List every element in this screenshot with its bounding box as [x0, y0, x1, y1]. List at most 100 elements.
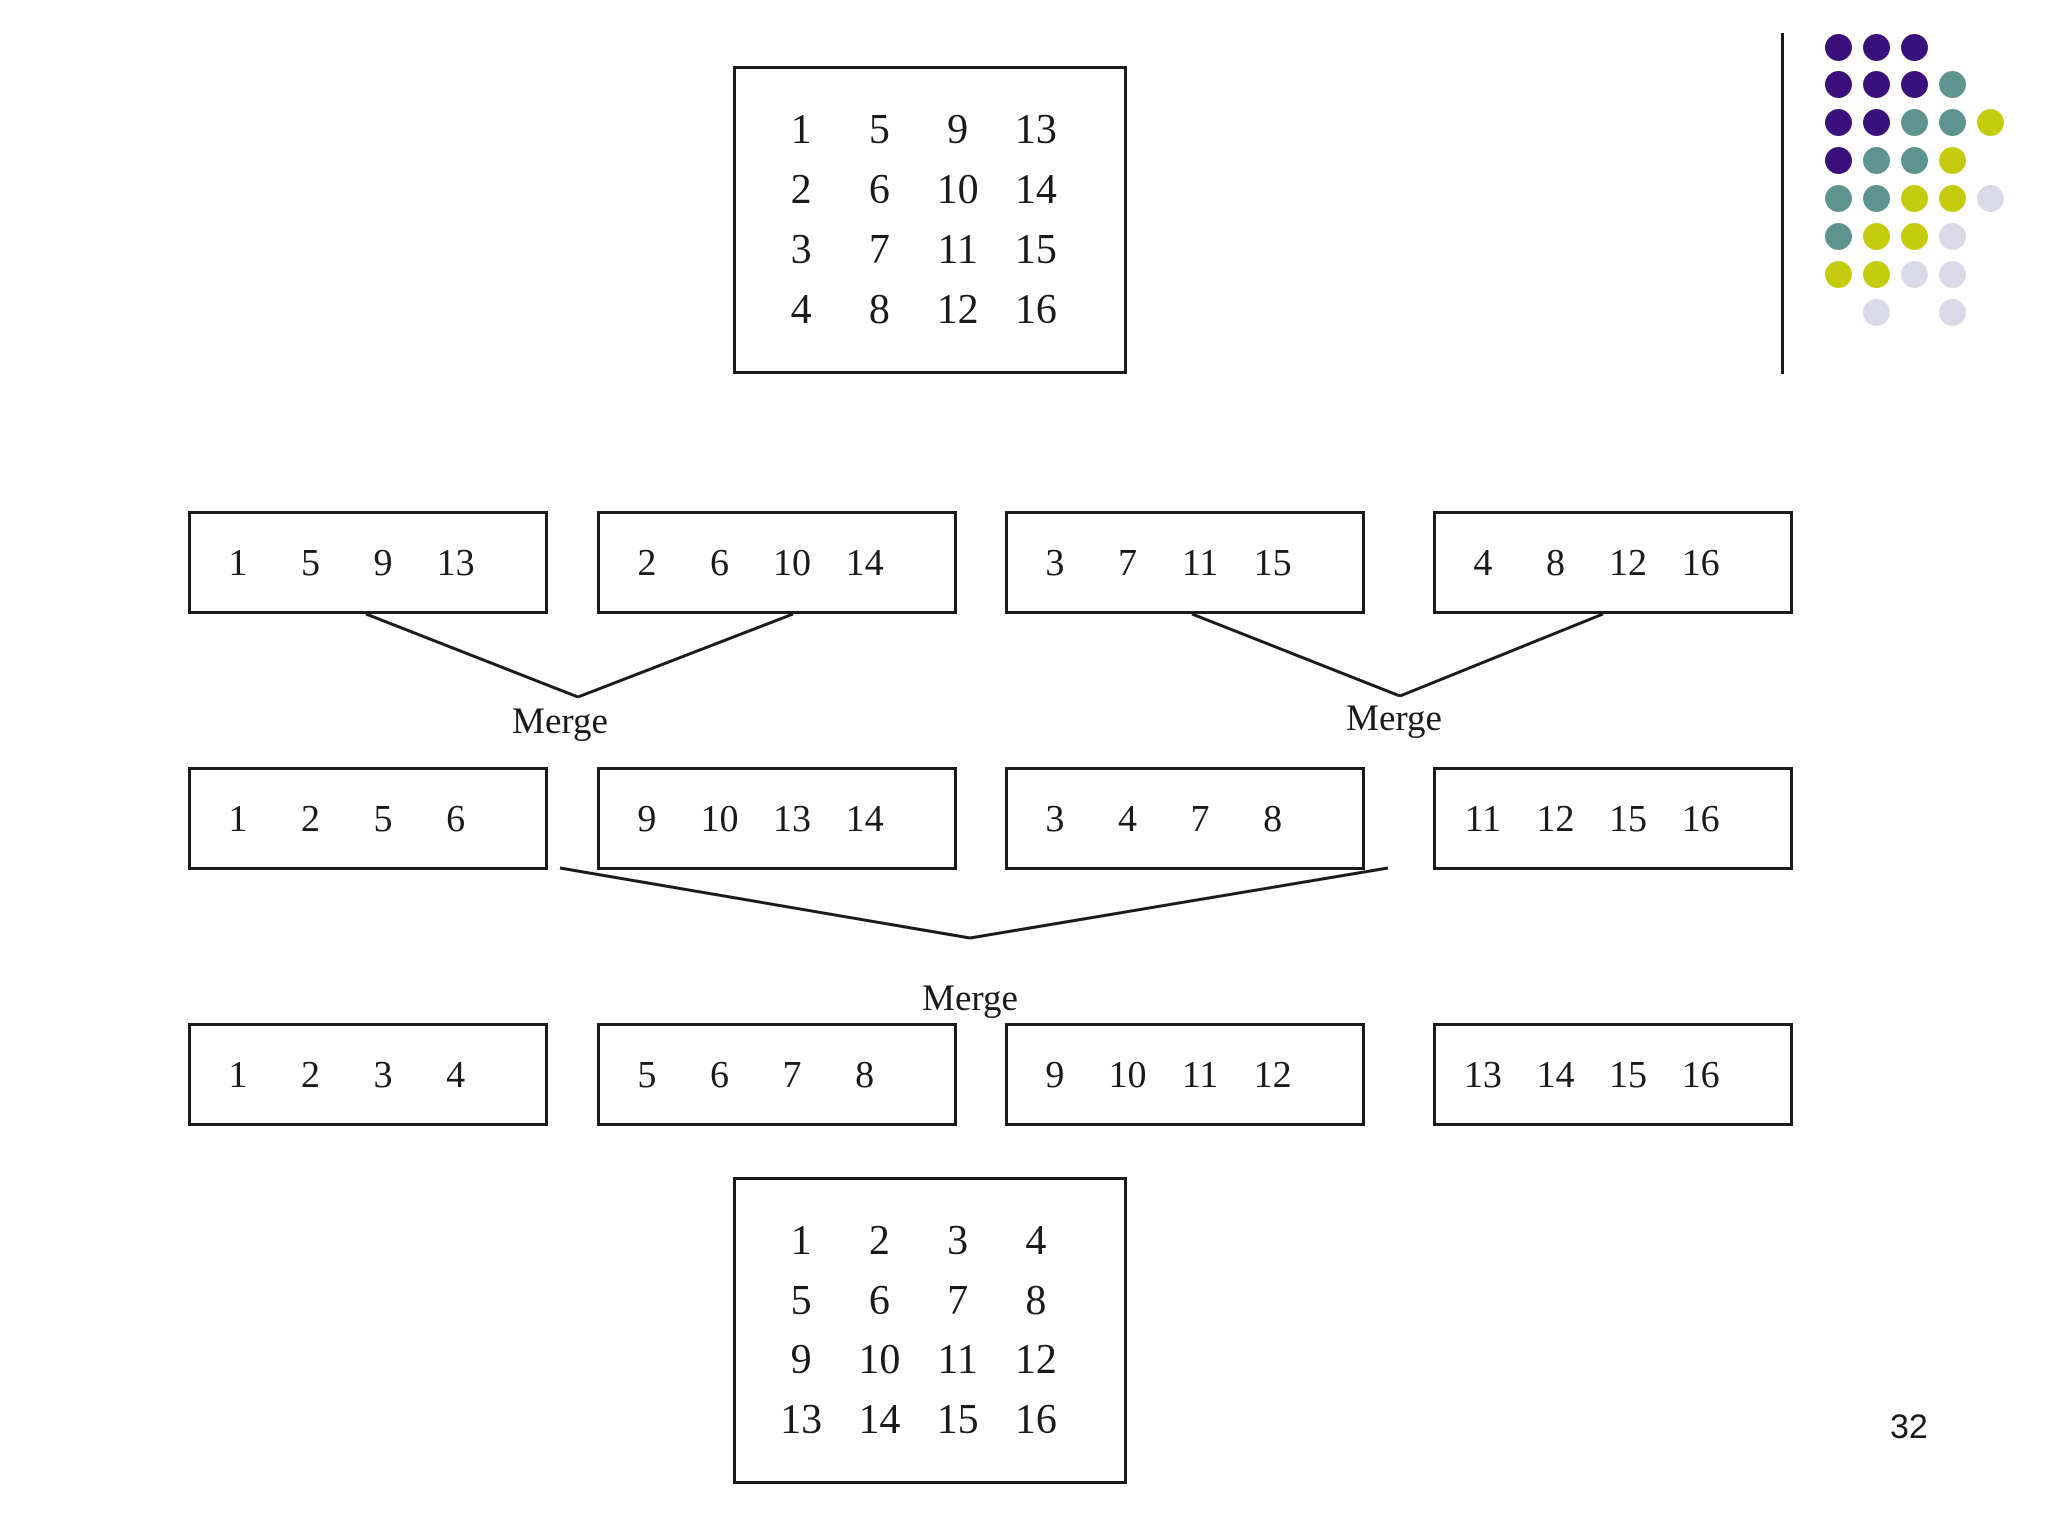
- top-matrix-cell-r1c1: 6: [868, 167, 890, 213]
- run-value-4: 16: [1681, 1053, 1720, 1096]
- decoration-dot: [1900, 260, 1928, 288]
- decoration-dot: [1824, 185, 1852, 213]
- decoration-dot: [1938, 185, 1966, 213]
- run-value-2: 5: [300, 541, 320, 584]
- run-value-1: 9: [637, 797, 657, 840]
- decoration-dot: [1976, 109, 2004, 137]
- bottom-matrix-cell-r3c3: 16: [1014, 1397, 1057, 1444]
- run-value-3: 10: [773, 541, 812, 584]
- run-value-2: 4: [1117, 797, 1137, 840]
- decoration-dot: [1938, 147, 1966, 175]
- run-value-1: 3: [1045, 797, 1065, 840]
- decoration-dot: [1862, 33, 1890, 61]
- decoration-dot: [1862, 223, 1890, 250]
- run-value-4: 14: [845, 541, 884, 584]
- run-value-2: 8: [1545, 541, 1565, 584]
- top-matrix-cell-r2c3: 15: [1014, 227, 1057, 273]
- top-matrix-cell-r2c1: 7: [868, 227, 890, 273]
- run-value-1: 2: [637, 541, 657, 584]
- decoration-dot: [1976, 185, 2004, 213]
- run-value-1: 13: [1463, 1053, 1502, 1096]
- top-matrix-cell-r2c0: 3: [790, 227, 812, 273]
- decoration-dot: [1938, 109, 1966, 137]
- run-value-2: 7: [1117, 541, 1137, 584]
- bottom-matrix-cell-r0c2: 3: [947, 1217, 969, 1264]
- decoration-dot: [1938, 223, 1966, 250]
- run-value-4: 8: [855, 1053, 875, 1096]
- run-value-4: 15: [1253, 541, 1292, 584]
- decoration-dot: [1824, 71, 1852, 99]
- run-value-1: 1: [228, 1053, 248, 1096]
- bottom-matrix-cell-r2c0: 9: [790, 1337, 812, 1384]
- decoration-dot: [1862, 147, 1890, 175]
- merge-label-center: Merge: [922, 978, 1018, 1019]
- bottom-matrix-cell-r2c1: 10: [858, 1337, 901, 1384]
- decoration-dot: [1938, 260, 1966, 288]
- top-matrix-cell-r3c0: 4: [790, 287, 812, 333]
- top-matrix-cell-r0c3: 13: [1014, 107, 1057, 153]
- run-value-2: 12: [1536, 797, 1575, 840]
- merge-label-left: Merge: [512, 701, 608, 742]
- bottom-matrix-cell-r3c0: 13: [780, 1397, 823, 1444]
- run-value-2: 6: [709, 1053, 729, 1096]
- top-matrix-cell-r1c2: 10: [936, 167, 979, 213]
- run-value-2: 14: [1536, 1053, 1575, 1096]
- top-matrix-cell-r2c2: 11: [937, 227, 978, 273]
- top-matrix-cell-r0c0: 1: [790, 107, 812, 153]
- run-value-2: 6: [709, 541, 729, 584]
- decoration-dot: [1824, 260, 1852, 288]
- bottom-matrix-cell-r2c2: 11: [937, 1337, 978, 1384]
- decoration-dot: [1862, 260, 1890, 288]
- top-matrix-cell-r0c1: 5: [868, 107, 890, 153]
- run-box-level1-2: 2 6 10 14: [597, 511, 957, 614]
- decoration-dot: [1824, 109, 1852, 137]
- run-value-2: 2: [300, 1053, 320, 1096]
- run-value-4: 16: [1681, 541, 1720, 584]
- run-value-1: 5: [637, 1053, 657, 1096]
- merge-label-right: Merge: [1346, 698, 1442, 739]
- bottom-matrix-cell-r1c1: 6: [868, 1277, 890, 1324]
- decoration-dot: [1900, 33, 1928, 61]
- run-value-2: 2: [300, 797, 320, 840]
- decoration-dot: [1862, 71, 1890, 99]
- run-value-1: 4: [1473, 541, 1493, 584]
- run-value-3: 13: [773, 797, 812, 840]
- run-value-1: 1: [228, 797, 248, 840]
- decoration-dot: [1824, 223, 1852, 250]
- run-value-3: 7: [782, 1053, 802, 1096]
- run-value-3: 7: [1190, 797, 1210, 840]
- bottom-matrix-cell-r1c0: 5: [790, 1277, 812, 1324]
- run-value-4: 13: [436, 541, 475, 584]
- run-value-4: 12: [1253, 1053, 1292, 1096]
- run-value-4: 14: [845, 797, 884, 840]
- run-box-level3-2: 5 6 7 8: [597, 1023, 957, 1126]
- page-number: 32: [1890, 1408, 1928, 1446]
- run-values: 2 6 10 14: [611, 514, 901, 611]
- run-value-3: 15: [1609, 797, 1648, 840]
- top-matrix-cell-r1c3: 14: [1014, 167, 1057, 213]
- bottom-matrix-cell-r3c2: 15: [936, 1397, 979, 1444]
- decoration-dot: [1824, 147, 1852, 175]
- run-value-1: 9: [1045, 1053, 1065, 1096]
- run-value-3: 5: [373, 797, 393, 840]
- run-value-3: 9: [373, 541, 393, 584]
- decoration-dot: [1824, 33, 1852, 61]
